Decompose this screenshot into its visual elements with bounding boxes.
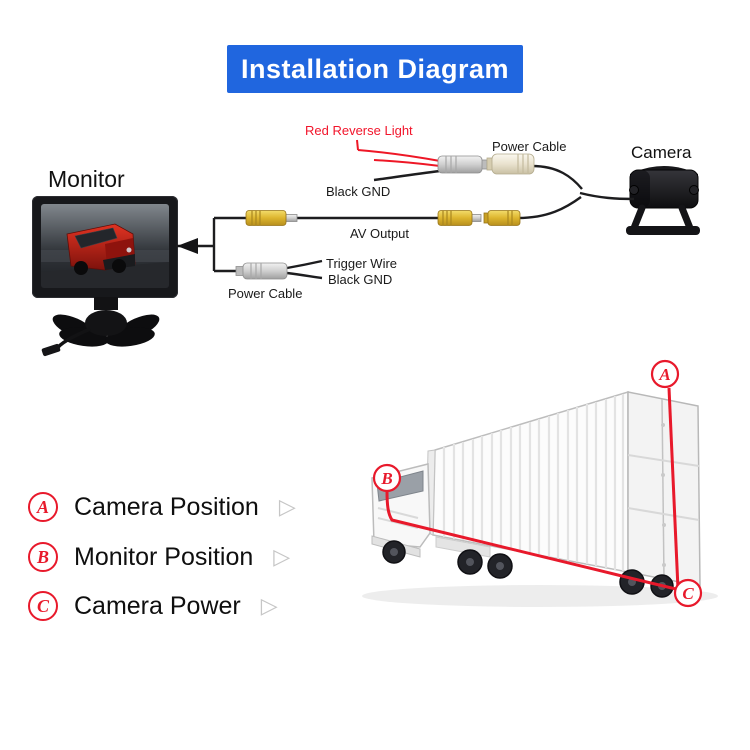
monitor-cord-connector bbox=[41, 343, 61, 357]
label-black-gnd-top: Black GND bbox=[326, 184, 391, 199]
truck-position-markers: A B C bbox=[372, 359, 703, 608]
red-reverse-wires bbox=[356, 139, 441, 167]
legend-label-camera-position: Camera Position bbox=[74, 492, 259, 521]
marker-b: B bbox=[372, 463, 402, 493]
arrow-right-icon: ▷ bbox=[273, 544, 291, 569]
monitor-plug bbox=[177, 238, 198, 254]
monitor-illustration bbox=[30, 195, 190, 360]
power-connector-pair bbox=[437, 153, 535, 175]
monitor-screen-image bbox=[41, 204, 169, 288]
label-power-cable-top: Power Cable bbox=[492, 139, 567, 154]
wiring-diagram bbox=[176, 139, 635, 280]
camera-bracket-base bbox=[626, 226, 700, 235]
marker-a: A bbox=[650, 359, 680, 389]
legend-item-monitor-position: B Monitor Position ▷ bbox=[28, 542, 290, 572]
camera-label: Camera bbox=[631, 143, 692, 162]
monitor-label: Monitor bbox=[48, 166, 125, 192]
label-power-cable-bottom: Power Cable bbox=[228, 286, 303, 301]
monitor-bezel bbox=[32, 196, 178, 298]
legend-item-camera-power: C Camera Power ▷ bbox=[28, 591, 278, 621]
svg-text:C: C bbox=[682, 584, 694, 603]
legend-marker-c-icon: C bbox=[28, 591, 58, 621]
svg-text:A: A bbox=[658, 365, 670, 384]
rca-connector-pair bbox=[437, 210, 521, 226]
page-title: Installation Diagram bbox=[240, 53, 510, 84]
rca-connector-monitor bbox=[245, 210, 298, 226]
monitor-stand bbox=[41, 297, 160, 357]
label-red-reverse-light: Red Reverse Light bbox=[305, 123, 413, 138]
truck-illustration: A B C bbox=[362, 359, 718, 608]
black-cables bbox=[176, 164, 635, 280]
svg-text:B: B bbox=[380, 469, 392, 488]
label-av-output: AV Output bbox=[350, 226, 410, 241]
monitor-screen bbox=[41, 204, 169, 288]
arrow-right-icon: ▷ bbox=[278, 494, 296, 519]
camera-cable-route bbox=[385, 387, 681, 592]
red-truck-on-screen bbox=[66, 223, 136, 275]
label-black-gnd-bottom: Black GND bbox=[328, 272, 393, 287]
label-trigger-wire: Trigger Wire bbox=[326, 256, 398, 271]
trigger-power-connector bbox=[235, 262, 288, 280]
legend-marker-b-icon: B bbox=[28, 542, 58, 572]
page-title-banner: Installation Diagram bbox=[227, 45, 523, 93]
trailer-rear-doors bbox=[627, 391, 701, 587]
legend-item-camera-position: A Camera Position ▷ bbox=[28, 492, 296, 522]
camera-bracket bbox=[630, 204, 694, 232]
arrow-right-icon: ▷ bbox=[260, 593, 278, 618]
legend-marker-a-icon: A bbox=[28, 492, 58, 522]
legend-label-monitor-position: Monitor Position bbox=[74, 542, 254, 571]
legend-label-camera-power: Camera Power bbox=[74, 591, 241, 620]
camera-illustration bbox=[626, 166, 700, 235]
marker-c: C bbox=[673, 578, 703, 608]
